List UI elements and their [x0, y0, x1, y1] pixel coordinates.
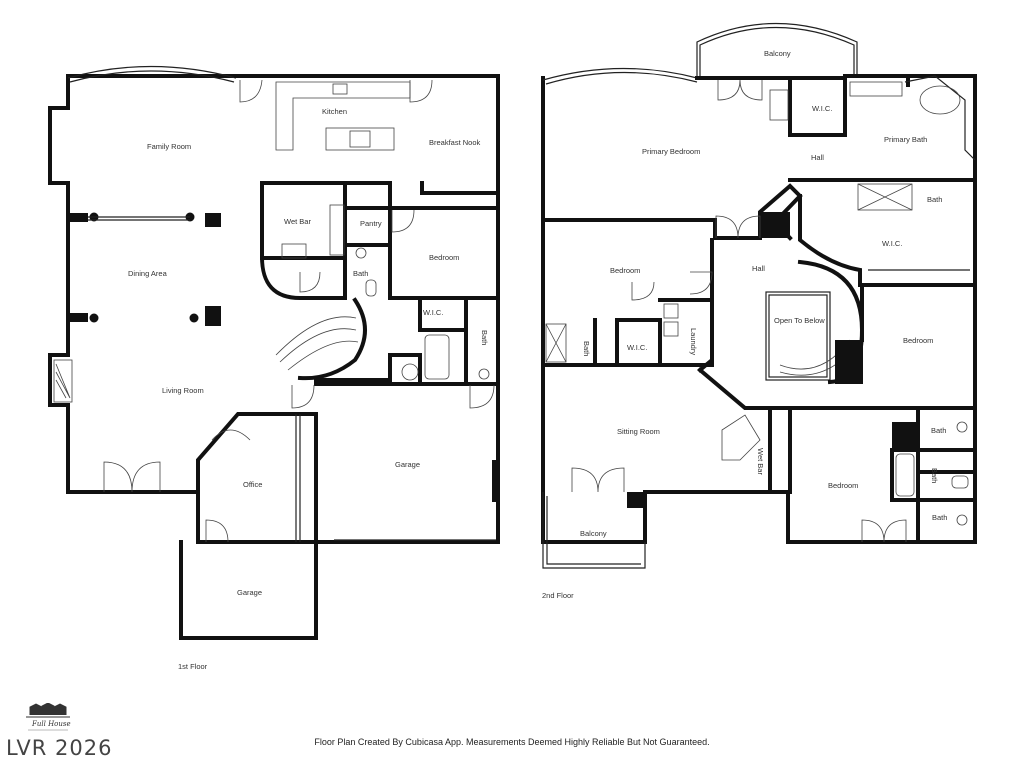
family-bay-window	[67, 65, 237, 79]
sitting-angle-wall	[697, 367, 834, 410]
second-floor-outer-wall	[541, 74, 977, 544]
column	[68, 313, 88, 322]
second-floor-plan	[541, 22, 977, 569]
sink	[956, 421, 968, 433]
kitchen-counter	[275, 81, 411, 151]
tub	[919, 85, 961, 115]
open-to-below-rail	[765, 291, 831, 381]
wic-walls	[418, 298, 468, 386]
column	[189, 313, 199, 323]
primary-bay-window	[542, 67, 698, 81]
label-office: Office	[243, 480, 262, 489]
kitchen-island	[325, 127, 395, 151]
water-heater	[401, 363, 419, 381]
label-wic: W.I.C.	[423, 308, 443, 317]
label-bath-r2: Bath	[930, 468, 939, 483]
label-living-room: Living Room	[162, 386, 204, 395]
label-garage-main: Garage	[395, 460, 420, 469]
top-balcony-rail	[696, 22, 858, 76]
tub-angle	[904, 75, 976, 161]
label-wet-bar: Wet Bar	[284, 217, 311, 226]
column	[68, 213, 88, 222]
label-hall-center: Hall	[752, 264, 765, 273]
first-floor-labels: Family Room Kitchen Breakfast Nook Wet B…	[128, 107, 489, 671]
cooktop	[349, 130, 371, 148]
label-bedroom-bottom: Bedroom	[828, 481, 858, 490]
primary-bedroom-wall	[541, 218, 762, 240]
label-primary-bedroom: Primary Bedroom	[642, 147, 700, 156]
wic-top-walls	[788, 78, 847, 137]
label-kitchen: Kitchen	[322, 107, 347, 116]
label-bath-left: Bath	[582, 341, 591, 356]
label-wic-mid: W.I.C.	[882, 239, 902, 248]
bath-wic-walls	[593, 318, 662, 367]
label-breakfast-nook: Breakfast Nook	[429, 138, 481, 147]
footer-disclaimer: Floor Plan Created By Cubicasa App. Meas…	[314, 737, 710, 747]
bathtub	[424, 334, 450, 380]
label-bedroom: Bedroom	[429, 253, 459, 262]
label-wic-small: W.I.C.	[627, 343, 647, 352]
label-bedroom-left: Bedroom	[610, 266, 640, 275]
sink	[355, 247, 367, 259]
label-pantry: Pantry	[360, 219, 382, 228]
label-bath-2: Bath	[480, 330, 489, 345]
label-bedroom-right: Bedroom	[903, 336, 933, 345]
column	[89, 313, 99, 323]
fireplace	[53, 359, 73, 403]
label-wic-top: W.I.C.	[812, 104, 832, 113]
toilet	[951, 475, 969, 489]
living-room-door	[103, 461, 161, 493]
sink	[478, 368, 490, 380]
wic-mid-walls	[798, 194, 977, 287]
label-family-room: Family Room	[147, 142, 191, 151]
label-hall-top: Hall	[811, 153, 824, 162]
bottom-balcony-rail	[542, 492, 646, 569]
bedroom-right-walls	[830, 283, 977, 410]
label-garage-small: Garage	[237, 588, 262, 597]
wet-bar-counter	[721, 414, 761, 461]
right-bath-walls	[890, 406, 977, 544]
wet-bar-walls	[260, 181, 392, 300]
sink	[956, 514, 968, 526]
vanity	[849, 81, 903, 97]
bedroom-left-walls	[541, 238, 714, 367]
label-balcony-top: Balcony	[764, 49, 791, 58]
second-floor-title: 2nd Floor	[542, 591, 574, 600]
shower	[545, 323, 567, 363]
label-bath-primary-side: Bath	[927, 195, 942, 204]
nook-wall	[420, 181, 500, 195]
label-primary-bath: Primary Bath	[884, 135, 927, 144]
first-floor-title: 1st Floor	[178, 662, 208, 671]
toilet	[365, 279, 377, 297]
label-bath-r1: Bath	[931, 426, 946, 435]
stair-outer	[297, 297, 367, 381]
label-sitting-room: Sitting Room	[617, 427, 660, 436]
kitchen-sink	[332, 83, 348, 95]
column	[205, 306, 221, 326]
label-dining-area: Dining Area	[128, 269, 168, 278]
label-wet-bar-2: Wet Bar	[756, 448, 765, 475]
bathtub	[895, 453, 915, 497]
column	[205, 213, 221, 227]
second-floor-labels: Balcony W.I.C. Primary Bedroom Hall Prim…	[542, 49, 947, 600]
label-laundry: Laundry	[689, 328, 698, 355]
logo-text: Full House	[31, 720, 71, 728]
label-open-to-below: Open To Below	[774, 316, 825, 325]
label-balcony-bottom: Balcony	[580, 529, 607, 538]
label-bath-r3: Bath	[932, 513, 947, 522]
label-bath-1: Bath	[353, 269, 368, 278]
office-walls	[196, 412, 318, 544]
small-garage-walls	[179, 540, 318, 640]
full-house-logo: Full House	[26, 703, 71, 731]
stair-garage-wall	[314, 353, 422, 386]
shelving	[769, 89, 789, 121]
laundry-walls	[658, 298, 714, 373]
shower	[857, 183, 913, 211]
watermark: LVR 2026	[6, 736, 113, 760]
bedroom-walls	[388, 206, 500, 300]
first-floor-plan	[48, 65, 500, 640]
bath-curved-wall	[259, 243, 347, 300]
